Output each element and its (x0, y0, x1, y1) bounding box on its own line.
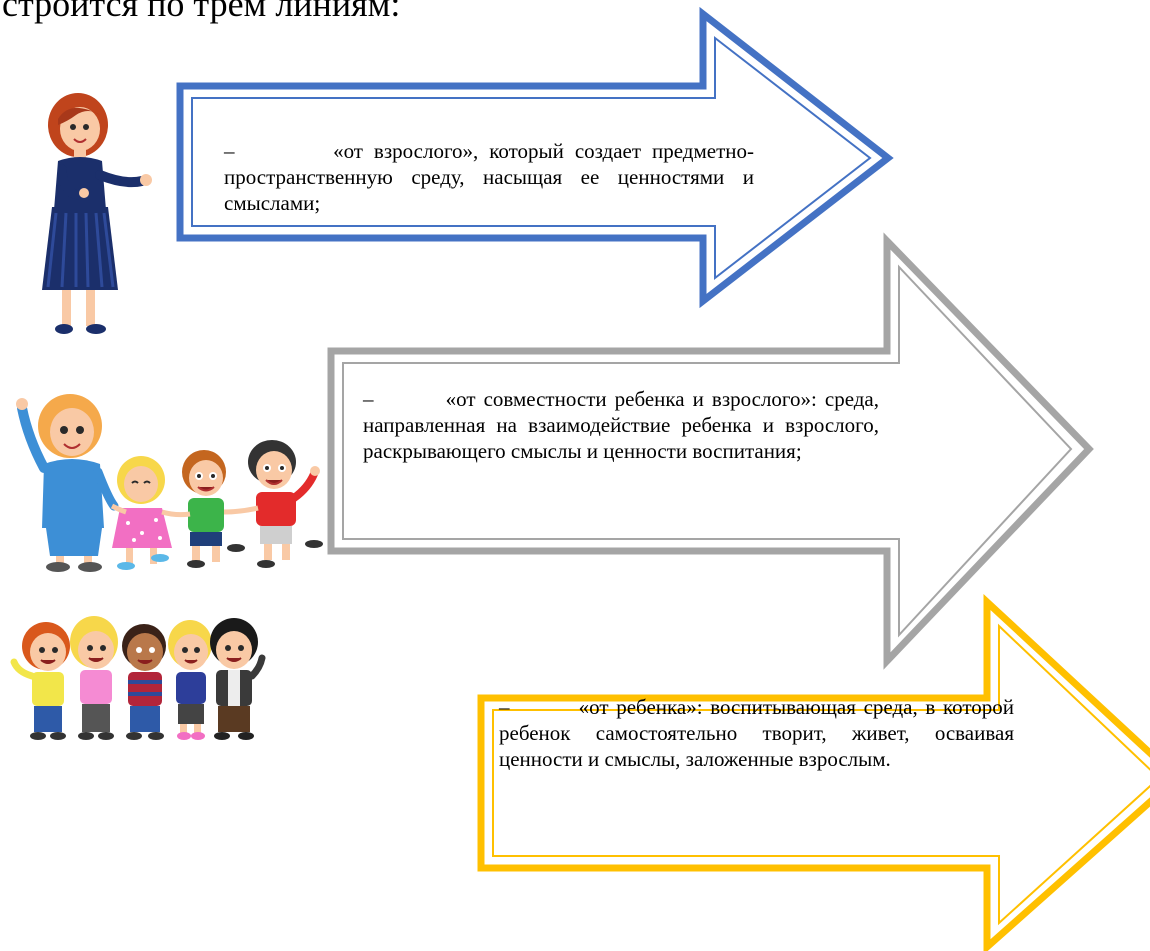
heading: строится по трем линиям: (2, 0, 401, 24)
children-group-illustration (8, 612, 268, 747)
line-text-from-joint: – «от совместности ребенка и взрослого»:… (363, 387, 879, 463)
arrow-shape-yellow (477, 593, 1150, 951)
teacher-with-children-illustration (8, 388, 326, 573)
arrow-from-child: – «от ребенка»: воспитывающая среда, в к… (477, 593, 1150, 951)
line-text-from-adult: – «от взрослого», который создает предме… (224, 139, 754, 215)
arrow-from-joint: – «от совместности ребенка и взрослого»:… (327, 232, 1097, 670)
arrow-from-adult: – «от взрослого», который создает предме… (176, 6, 896, 309)
arrow-shape-blue (176, 6, 894, 309)
arrow-shape-gray (327, 232, 1094, 670)
line-text-from-child: – «от ребенка»: воспитывающая среда, в к… (499, 695, 1014, 771)
teacher-illustration (30, 85, 155, 340)
